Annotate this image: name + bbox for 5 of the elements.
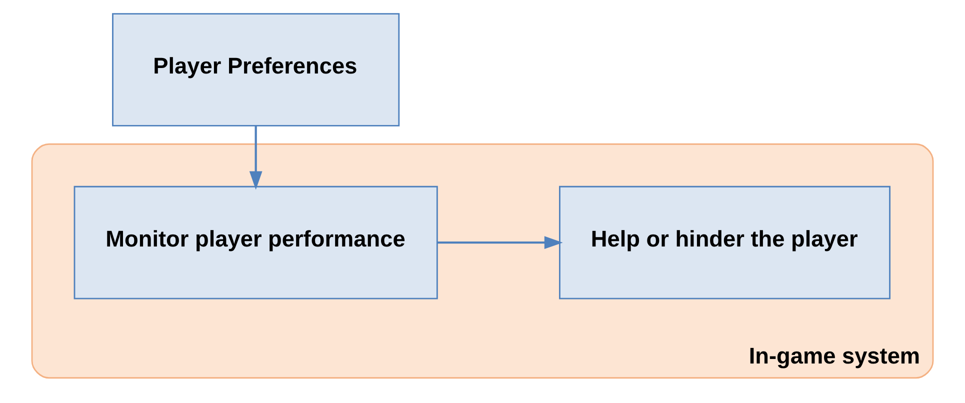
arrow bbox=[437, 236, 563, 250]
node-box: Help or hinder the player bbox=[559, 186, 890, 300]
node-box: Player Preferences bbox=[112, 13, 400, 126]
node-box: Monitor player performance bbox=[74, 186, 438, 300]
arrow bbox=[249, 126, 262, 190]
